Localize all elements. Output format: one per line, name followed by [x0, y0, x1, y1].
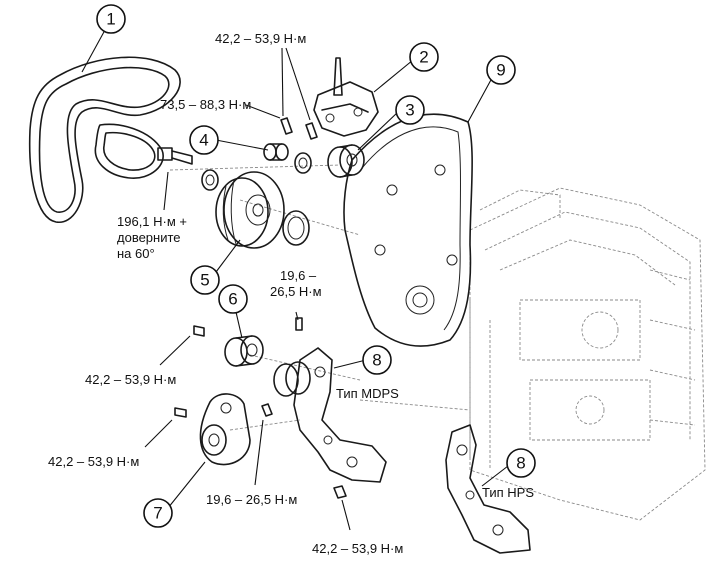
- callout-8-hps: 8: [506, 448, 536, 478]
- callout-7: 7: [143, 498, 173, 528]
- bracket-mdps: [273, 347, 387, 483]
- bushings: [263, 143, 312, 174]
- torque-crank-bolt-line2: доверните: [117, 230, 181, 245]
- torque-pulley-bolt: 73,5 – 88,3 Н·м: [160, 97, 251, 112]
- bolts: [174, 117, 347, 499]
- engine-block: [469, 187, 706, 521]
- callout-1: 1: [96, 4, 126, 34]
- callout-4: 4: [189, 125, 219, 155]
- callout-4-number: 4: [199, 131, 208, 150]
- torque-idler-bolt: 42,2 – 53,9 Н·м: [85, 372, 176, 387]
- leader-lines: [81, 29, 509, 531]
- callout-3-number: 3: [405, 101, 414, 120]
- variant-hps-label: Тип HPS: [482, 485, 534, 500]
- crankshaft-pulley: [215, 171, 285, 249]
- alignment-guides: [169, 164, 471, 431]
- idler-pulley-upper: [327, 144, 365, 178]
- bracket-hps: [445, 424, 531, 554]
- callout-7-number: 7: [153, 504, 162, 523]
- torque-crank-bolt-line1: 196,1 Н·м +: [117, 214, 187, 229]
- callout-2-number: 2: [419, 48, 428, 67]
- torque-bottom-bolt: 42,2 – 53,9 Н·м: [312, 541, 403, 556]
- callout-5: 5: [190, 265, 220, 295]
- idler-pulley-lower: [224, 335, 264, 367]
- callout-1-number: 1: [106, 10, 115, 29]
- engine-mount-bracket: [313, 57, 379, 137]
- timing-cover: [343, 113, 473, 347]
- variant-mdps-label: Тип MDPS: [336, 386, 399, 401]
- callout-6: 6: [218, 284, 248, 314]
- torque-center-bolt-line1: 19,6 –: [280, 268, 317, 283]
- callout-3: 3: [395, 95, 425, 125]
- callout-8-mdps: 8: [362, 345, 392, 375]
- drive-belt: [28, 56, 181, 223]
- callout-2: 2: [409, 42, 439, 72]
- oil-seal: [282, 210, 310, 246]
- torque-top-bolts: 42,2 – 53,9 Н·м: [215, 31, 306, 46]
- callout-9-number: 9: [496, 61, 505, 80]
- crank-bolt: [157, 147, 219, 191]
- torque-tensioner-bolt: 42,2 – 53,9 Н·м: [48, 454, 139, 469]
- callout-6-number: 6: [228, 290, 237, 309]
- torque-crank-bolt-line3: на 60°: [117, 246, 155, 261]
- callout-5-number: 5: [200, 271, 209, 290]
- callout-8-hps-number: 8: [516, 454, 525, 473]
- callout-8-mdps-number: 8: [372, 351, 381, 370]
- callout-9: 9: [486, 55, 516, 85]
- torque-lower-small-bolt: 19,6 – 26,5 Н·м: [206, 492, 297, 507]
- auto-tensioner: [199, 393, 251, 466]
- torque-center-bolt-line2: 26,5 Н·м: [270, 284, 322, 299]
